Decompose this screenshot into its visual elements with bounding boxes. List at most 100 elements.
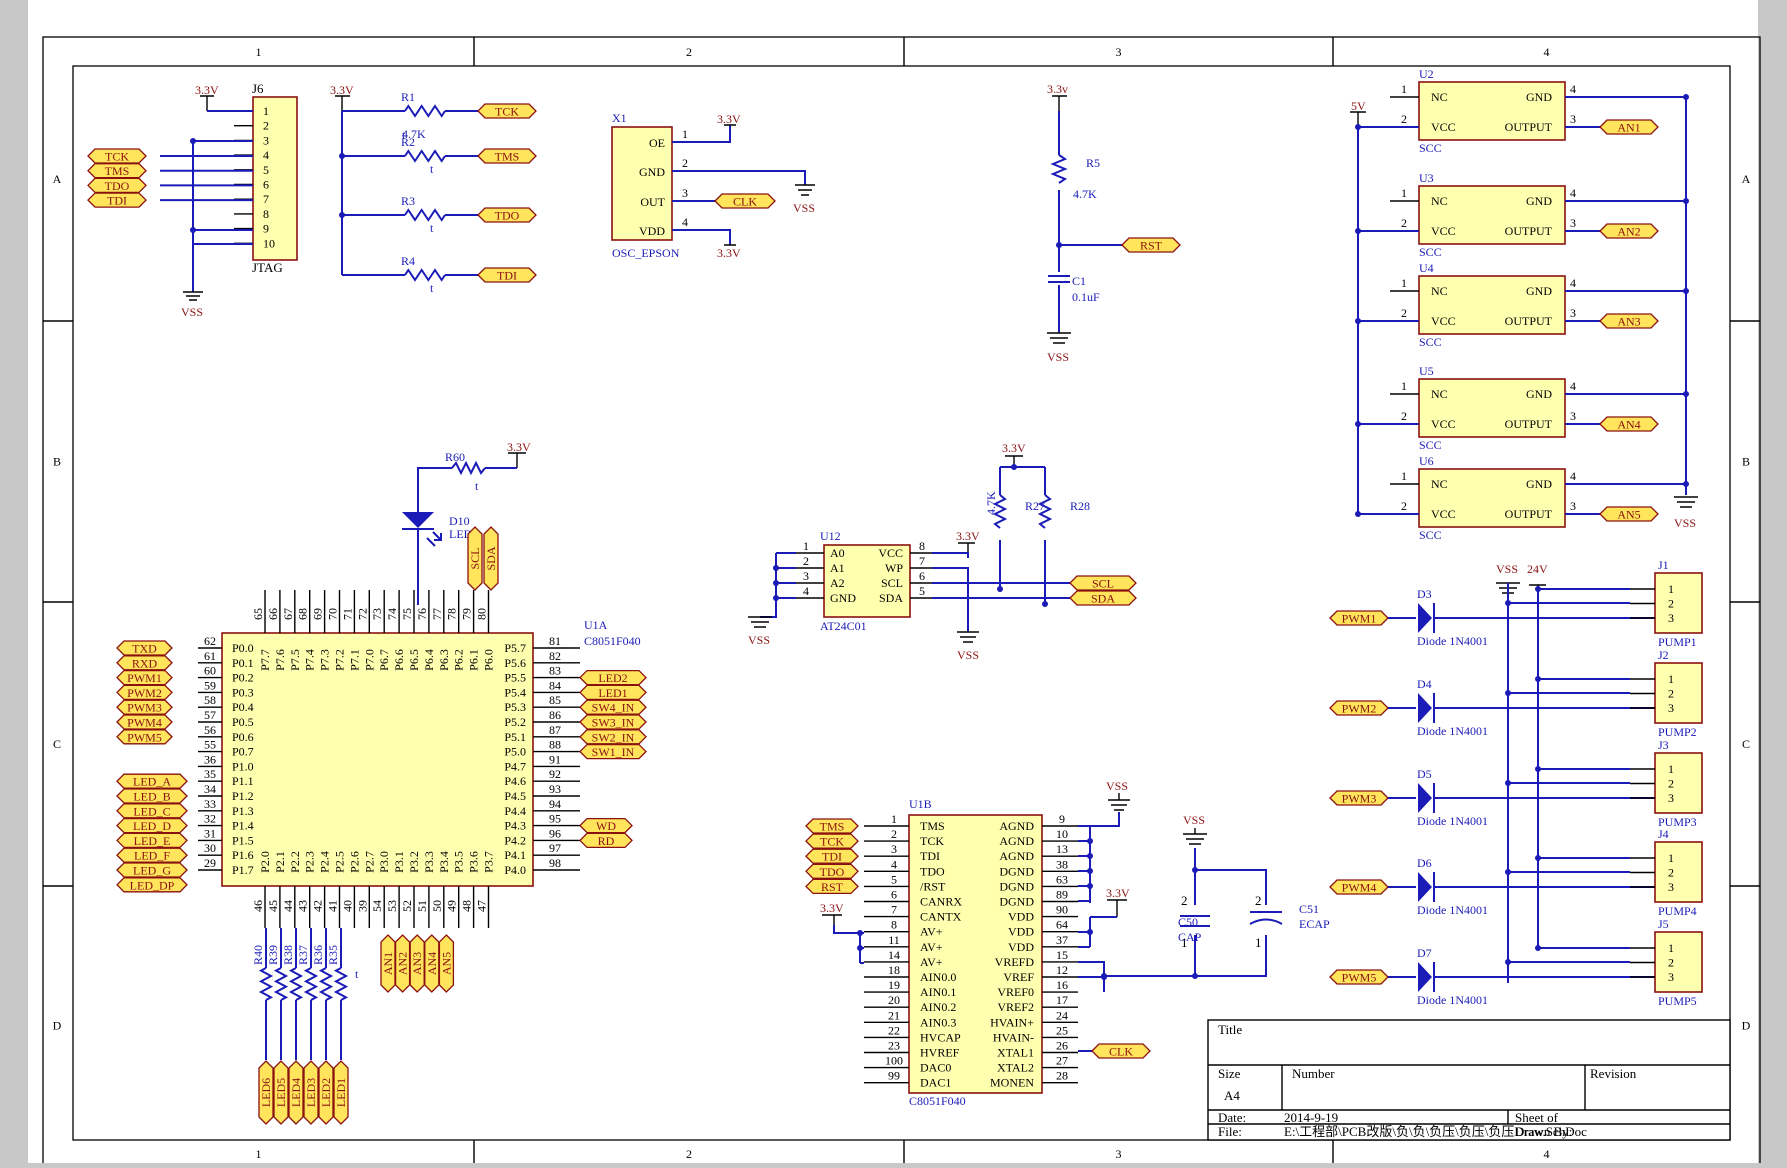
junction <box>339 212 345 218</box>
resistor-r36 <box>318 967 334 1001</box>
u1b-right-pin-number: 90 <box>1056 903 1068 917</box>
u1b-left-pin-number: 99 <box>888 1069 900 1083</box>
jtag-pin-number: 3 <box>263 133 269 147</box>
pump-connector-body <box>1654 752 1703 814</box>
u1a-right-pin-number: 84 <box>549 678 561 692</box>
u1b-right-pin-name: DGND <box>999 879 1034 893</box>
u1a-port-an4: AN4 <box>424 934 440 993</box>
scc-ground-label: VSS <box>1674 516 1696 530</box>
u1b-right-pin-number: 25 <box>1056 1023 1068 1037</box>
pullup-value-r1: 4.7K <box>402 127 426 141</box>
u1b-right-pin-number: 17 <box>1056 993 1068 1007</box>
u1a-port-rxd-text: RXD <box>132 656 158 670</box>
zone-row-right: B <box>1742 455 1750 469</box>
pullup-ref-r3: R3 <box>401 194 415 208</box>
zone-row-right: C <box>1742 737 1750 751</box>
u1b-right-pin-number: 64 <box>1056 918 1068 932</box>
u1b-port-tdi-text: TDI <box>822 850 842 864</box>
inner-border <box>72 65 1731 1141</box>
u1b-port-tck: TCK <box>805 833 859 849</box>
u1b-right-pin-name: VREFD <box>995 955 1035 969</box>
u1a-right-pin-name: P5.3 <box>504 700 526 714</box>
eeprom-right-pin-name: VCC <box>878 546 903 560</box>
u1a-bottom-pin-number: 39 <box>355 900 369 912</box>
u1a-top-pin-name: P7.7 <box>258 649 272 671</box>
u1a-right-pin-number: 95 <box>549 812 561 826</box>
u1a-port-rd: RD <box>579 832 633 849</box>
u1b-port-tms-shape <box>805 818 859 834</box>
led-port-sda-shape <box>483 526 499 591</box>
eeprom-left-pin-number: 3 <box>803 569 809 583</box>
u1b-right-pin-number: 24 <box>1056 1008 1068 1022</box>
u1a-right-pin-number: 96 <box>549 826 561 840</box>
scc-pin-4: 4 <box>1570 379 1576 393</box>
u1a-led-port-led2-text: LED2 <box>319 1078 333 1107</box>
u1a-port-pwm2: PWM2 <box>116 684 173 701</box>
u1a-top-pin-name: P6.6 <box>392 649 406 671</box>
pullup-port-tck-shape <box>477 103 537 119</box>
u1b-right-pin-name: HVAIN- <box>993 1030 1034 1044</box>
scc-pin-gnd: GND <box>1526 194 1552 208</box>
u1a-port-an1-text: AN1 <box>381 952 395 975</box>
u1b-right-pin-number: 12 <box>1056 963 1068 977</box>
resistor-r2 <box>404 149 446 163</box>
pullup-ref-r4: R4 <box>401 254 415 268</box>
jtag-port-tms: TMS <box>87 163 147 179</box>
scc-pin-1: 1 <box>1401 82 1407 96</box>
junction <box>1683 94 1689 100</box>
u1a-bottom-pin-name: P3.1 <box>392 851 406 873</box>
u1a-port-led_g-text: LED_G <box>133 864 171 878</box>
pump-vss-label: VSS <box>1496 562 1518 576</box>
junction <box>1535 586 1541 592</box>
u1b-port-clk-text: CLK <box>1109 1045 1133 1059</box>
u1a-left-pin-number: 55 <box>204 738 216 752</box>
u1a-bottom-pin-name: P3.5 <box>452 851 466 873</box>
u1a-top-pin-name: P7.0 <box>362 649 376 671</box>
u1a-port-led_b: LED_B <box>116 788 188 804</box>
osc-pin-label: VDD <box>639 224 665 238</box>
u1a-right-pin-name: P5.0 <box>504 745 526 759</box>
u1a-port-pwm1-shape <box>116 669 173 686</box>
pump-port-pwm4-text: PWM4 <box>1342 881 1377 895</box>
u1a-left-pin-name: P0.4 <box>232 700 254 714</box>
zone-col-top: 1 <box>256 45 262 59</box>
pump-pin-number: 1 <box>1668 851 1674 865</box>
scc-pin-2: 2 <box>1401 499 1407 513</box>
u1a-left-pin-name: P0.1 <box>232 656 254 670</box>
u1a-port-led2: LED2 <box>579 669 647 686</box>
u1b-right-pin-number: 27 <box>1056 1054 1068 1068</box>
u1b-right-pin-name: XTAL2 <box>997 1061 1034 1075</box>
u1b-left-pin-number: 23 <box>888 1039 900 1053</box>
u1a-port-led_d-text: LED_D <box>133 819 171 833</box>
u1b-left-pin-name: AIN0.2 <box>920 1000 956 1014</box>
pullup-port-tdi: TDI <box>477 267 537 283</box>
pump-pin-number: 2 <box>1668 777 1674 791</box>
c1-ref: C1 <box>1072 274 1086 288</box>
u1a-port-sw1_in-shape <box>579 743 647 760</box>
u1a-right-pin-number: 97 <box>549 841 561 855</box>
resistor-r37 <box>303 967 319 1001</box>
eeprom-port-sda: SDA <box>1069 590 1137 606</box>
u1a-right-pin-name: P4.5 <box>504 789 526 803</box>
resistor-r40 <box>258 967 274 1001</box>
u1a-res-ref: R38 <box>281 945 295 965</box>
u1b-left-pin-name: AV+ <box>920 925 943 939</box>
resistor-r3 <box>404 208 446 222</box>
eeprom-pullup-power: 3.3V <box>1002 441 1026 455</box>
u1b-right-pin-number: 89 <box>1056 888 1068 902</box>
scc-body <box>1418 81 1566 141</box>
junction <box>1355 228 1361 234</box>
osc-port-clk-text: CLK <box>733 195 757 209</box>
scc-name: SCC <box>1419 141 1442 155</box>
reset-ground-label: VSS <box>1047 350 1069 364</box>
u1b-right-pin-number: 9 <box>1059 812 1065 826</box>
u1a-res-ref: R35 <box>326 945 340 965</box>
pump-24v-label: 24V <box>1527 562 1548 576</box>
scc-pin-1: 1 <box>1401 186 1407 200</box>
eeprom-ground-left: VSS <box>748 633 770 647</box>
u1a-bottom-pin-name: P2.1 <box>273 851 287 873</box>
pump-connector-ref: J4 <box>1658 827 1669 841</box>
scc-pin-1: 1 <box>1401 379 1407 393</box>
